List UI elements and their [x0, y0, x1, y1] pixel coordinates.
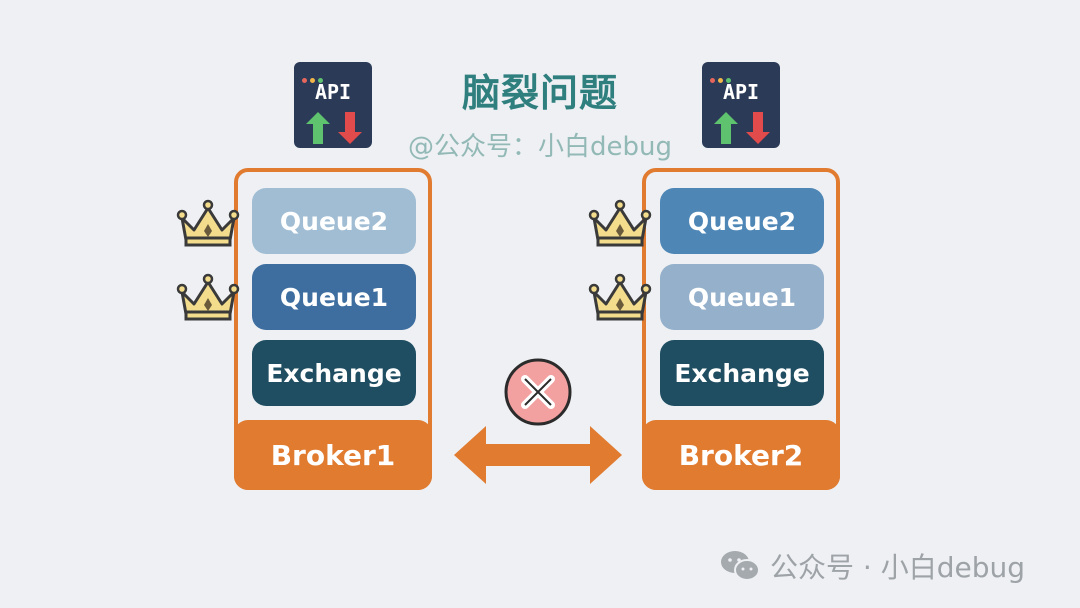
broker-label: Broker1 — [234, 420, 432, 490]
queue1-block: Queue1 — [252, 264, 416, 330]
queue1-block: Queue1 — [660, 264, 824, 330]
broker-2: Queue2 Queue1 Exchange Broker2 — [642, 168, 840, 490]
diagram-title: 脑裂问题 — [461, 71, 618, 115]
diagram-subtitle: @公众号：小白debug — [408, 132, 672, 162]
watermark-text: 公众号 · 小白debug — [770, 551, 1025, 584]
exchange-block: Exchange — [252, 340, 416, 406]
watermark: 公众号 · 小白debug — [720, 546, 1025, 586]
broker-label: Broker2 — [642, 420, 840, 490]
queue2-block: Queue2 — [660, 188, 824, 254]
api-icon: API — [294, 62, 372, 148]
api-label: API — [314, 80, 352, 104]
api-label: API — [722, 80, 760, 104]
api-icon: API — [702, 62, 780, 148]
x-circle-icon — [504, 358, 572, 426]
wechat-icon — [721, 551, 760, 581]
exchange-block: Exchange — [660, 340, 824, 406]
double-arrow-icon — [454, 426, 622, 484]
queue2-block: Queue2 — [252, 188, 416, 254]
crown-icon — [588, 273, 652, 321]
crown-icon — [176, 273, 240, 321]
crown-icon — [588, 199, 652, 247]
broker-1: Queue2 Queue1 Exchange Broker1 — [234, 168, 432, 490]
crown-icon — [176, 199, 240, 247]
